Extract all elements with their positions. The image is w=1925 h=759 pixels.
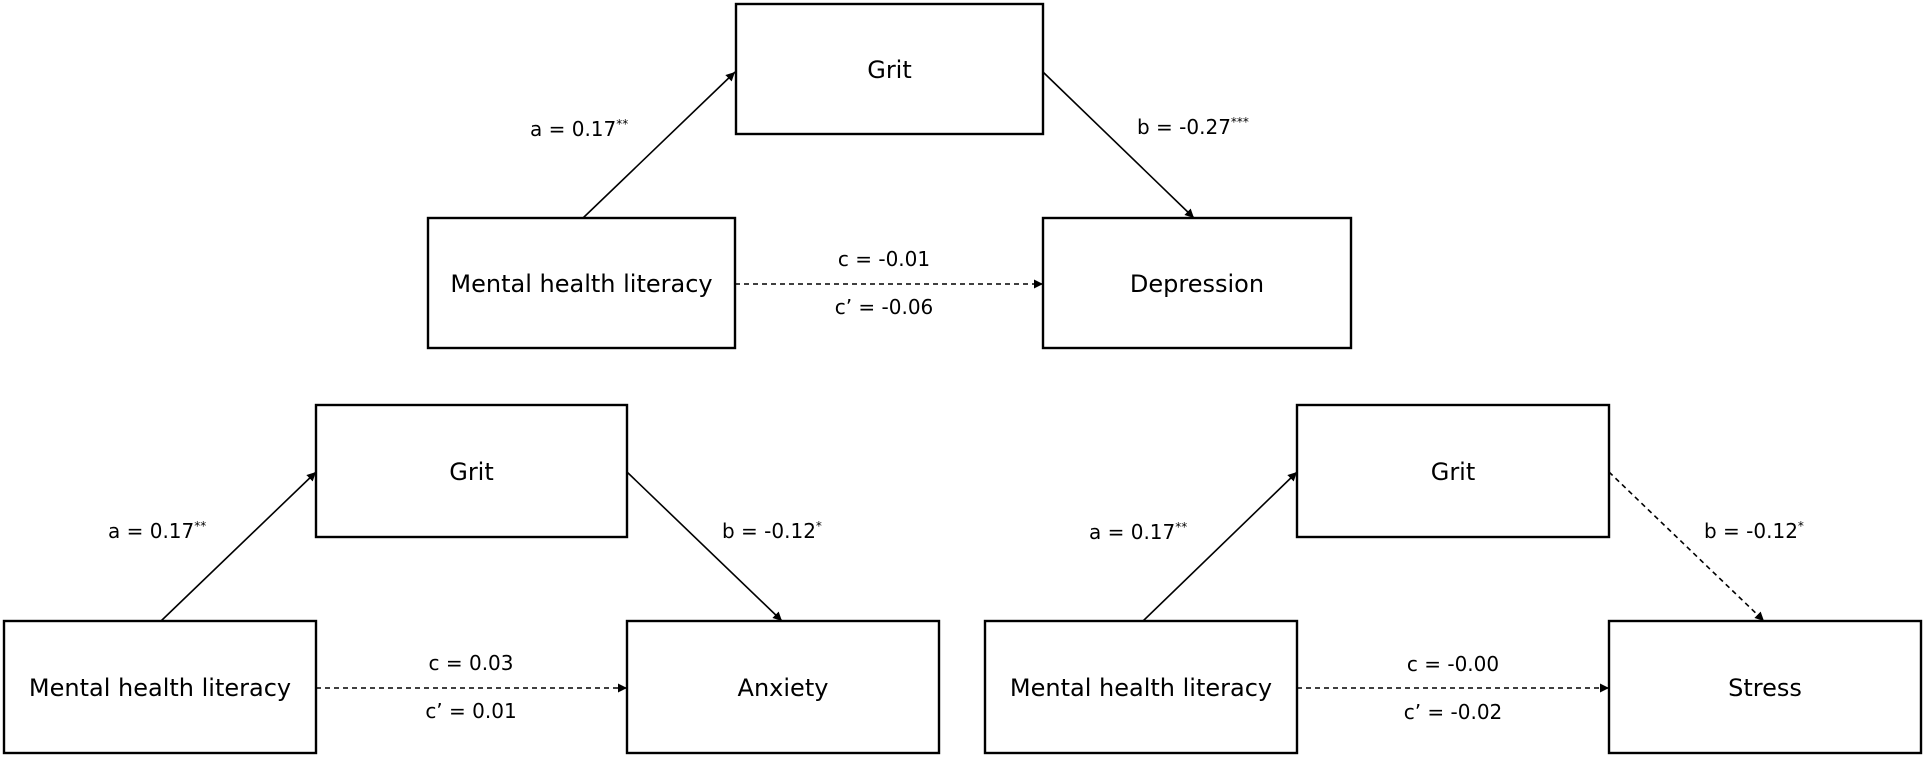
mediator-label: Grit bbox=[867, 56, 912, 84]
predictor-box-anxiety: Mental health literacy bbox=[2, 619, 318, 755]
mediator-box-stress: Grit bbox=[1295, 403, 1611, 539]
path-b-depression-arrow bbox=[1042, 71, 1195, 219]
coef-c-prime-anxiety: c’ = 0.01 bbox=[425, 699, 516, 723]
coef-a-anxiety: a = 0.17** bbox=[108, 519, 206, 543]
coef-a-stress: a = 0.17** bbox=[1089, 520, 1187, 544]
outcome-box-stress: Stress bbox=[1607, 619, 1923, 755]
outcome-box-anxiety: Anxiety bbox=[625, 619, 941, 755]
path-a-stress-arrow bbox=[1142, 471, 1298, 622]
coef-c-anxiety: c = 0.03 bbox=[429, 651, 514, 675]
coef-b-stress: b = -0.12* bbox=[1704, 519, 1804, 543]
coef-c-prime-stress: c’ = -0.02 bbox=[1404, 700, 1503, 724]
coef-b-anxiety: b = -0.12* bbox=[722, 519, 822, 543]
coef-b-depression: b = -0.27*** bbox=[1137, 115, 1249, 139]
coef-c-stress: c = -0.00 bbox=[1407, 652, 1499, 676]
mediator-box-depression: Grit bbox=[734, 2, 1045, 136]
predictor-label: Mental health literacy bbox=[450, 270, 712, 298]
coef-c-prime-depression: c’ = -0.06 bbox=[835, 295, 934, 319]
coef-a-depression: a = 0.17** bbox=[530, 117, 628, 141]
outcome-label: Depression bbox=[1130, 270, 1264, 298]
path-a-depression-arrow bbox=[582, 71, 736, 219]
predictor-box-stress: Mental health literacy bbox=[983, 619, 1299, 755]
depression-model: Grit Mental health literacy Depression a… bbox=[426, 2, 1353, 350]
predictor-label: Mental health literacy bbox=[1010, 674, 1272, 702]
mediator-label: Grit bbox=[449, 458, 494, 486]
coef-c-depression: c = -0.01 bbox=[838, 247, 930, 271]
path-a-anxiety-arrow bbox=[160, 471, 317, 622]
path-b-stress-arrow bbox=[1608, 471, 1765, 622]
outcome-box-depression: Depression bbox=[1041, 216, 1353, 350]
outcome-label: Anxiety bbox=[738, 674, 829, 702]
outcome-label: Stress bbox=[1728, 674, 1802, 702]
predictor-box-depression: Mental health literacy bbox=[426, 216, 737, 350]
stress-model: Grit Mental health literacy Stress a = 0… bbox=[983, 403, 1923, 755]
mediator-box-anxiety: Grit bbox=[314, 403, 629, 539]
mediator-label: Grit bbox=[1431, 458, 1476, 486]
predictor-label: Mental health literacy bbox=[29, 674, 291, 702]
path-b-anxiety-arrow bbox=[626, 471, 783, 622]
anxiety-model: Grit Mental health literacy Anxiety a = … bbox=[2, 403, 941, 755]
